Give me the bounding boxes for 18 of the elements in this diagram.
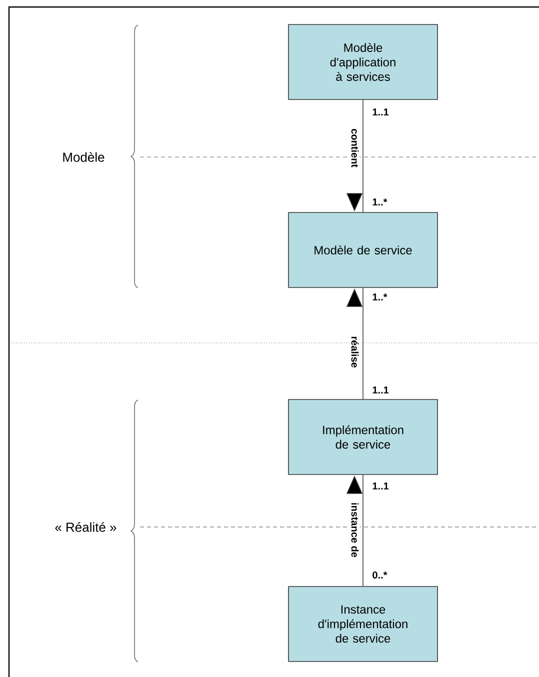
- arrow: [346, 100, 364, 212]
- edge-label: instance de: [350, 501, 360, 558]
- group-label: « Réalité »: [55, 522, 116, 532]
- arrow: [346, 288, 364, 400]
- class-box: Implémentation de service: [288, 399, 438, 475]
- arrow: [346, 474, 364, 586]
- edge-label: contient: [350, 128, 360, 168]
- multiplicity-label: 1..*: [372, 198, 388, 206]
- multiplicity-label: 1..*: [372, 294, 388, 300]
- multiplicity-label: 1..1: [372, 108, 389, 116]
- class-box: Modèle de service: [288, 212, 438, 288]
- multiplicity-label: 1..1: [372, 386, 389, 394]
- edge-label: réalise: [350, 335, 360, 369]
- multiplicity-label: 0..*: [372, 571, 388, 579]
- group-label: Modèle: [63, 152, 104, 162]
- multiplicity-label: 1..1: [372, 482, 389, 490]
- class-box: Instance d'implémentation de service: [288, 586, 438, 662]
- class-box: Modèle d'application à services: [288, 24, 438, 100]
